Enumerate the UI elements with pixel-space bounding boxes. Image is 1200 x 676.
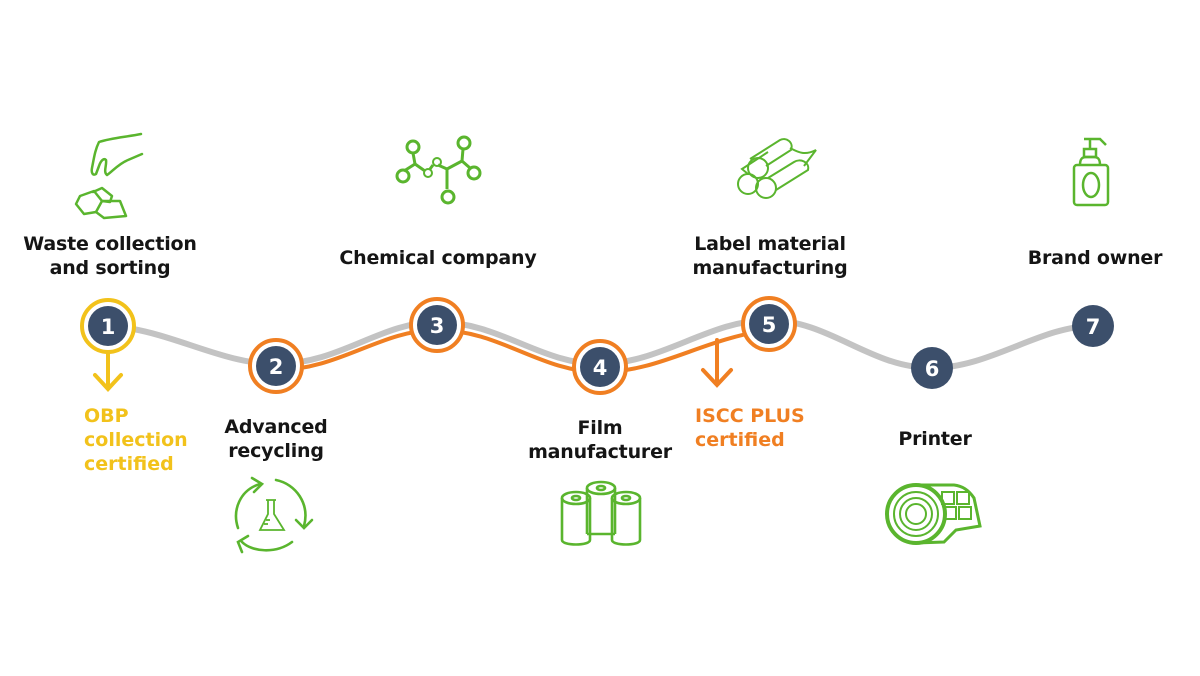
label-line: Waste collection [23, 233, 197, 255]
film-rolls-icon [560, 480, 642, 546]
printed-roll-icon [885, 483, 982, 545]
step-label-2: Advanced recycling [196, 415, 356, 463]
step-label-7: Brand owner [1010, 246, 1180, 270]
cert-line: certified [84, 453, 174, 475]
step-label-5: Label material manufacturing [680, 232, 860, 280]
cert-line: collection [84, 429, 188, 451]
cert-line: OBP [84, 405, 129, 427]
label-line: Chemical company [339, 247, 537, 269]
label-line: Brand owner [1027, 247, 1163, 269]
yellow-down-arrow-icon [93, 350, 123, 392]
step-number: 4 [593, 356, 608, 380]
step-number: 5 [762, 313, 777, 337]
label-line: Film [577, 417, 623, 439]
label-rolls-icon [737, 138, 817, 199]
step-node-2[interactable]: 2 [248, 338, 304, 394]
pump-bottle-icon [1072, 137, 1110, 207]
orange-down-arrow-icon [701, 338, 733, 388]
step-node-7[interactable]: 7 [1072, 305, 1114, 347]
hand-dropping-waste-icon [74, 132, 144, 220]
label-line: Printer [898, 428, 972, 450]
label-line: Label material [694, 233, 846, 255]
step-number: 3 [430, 314, 445, 338]
step-label-3: Chemical company [330, 246, 546, 270]
label-line: and sorting [49, 257, 171, 279]
step-label-1: Waste collection and sorting [10, 232, 210, 280]
cert-line: ISCC PLUS [695, 405, 805, 427]
step-node-1[interactable]: 1 [80, 298, 136, 354]
step-label-4: Film manufacturer [510, 416, 690, 464]
step-number: 1 [101, 315, 116, 339]
step-label-6: Printer [870, 427, 1000, 451]
step-node-5[interactable]: 5 [741, 296, 797, 352]
label-line: manufacturer [528, 441, 672, 463]
step-number: 7 [1086, 315, 1101, 339]
obp-certification-note: OBP collection certified [84, 404, 188, 476]
step-node-3[interactable]: 3 [409, 297, 465, 353]
label-line: manufacturing [692, 257, 848, 279]
molecule-icon [395, 135, 482, 205]
label-line: recycling [228, 440, 324, 462]
step-number: 2 [269, 355, 284, 379]
cert-line: certified [695, 429, 785, 451]
recycling-flask-icon [234, 476, 314, 554]
orange-iscc-line [274, 327, 770, 375]
step-node-4[interactable]: 4 [572, 339, 628, 395]
step-number: 6 [925, 357, 940, 381]
iscc-certification-note: ISCC PLUS certified [695, 404, 805, 452]
label-line: Advanced [224, 416, 328, 438]
step-node-6[interactable]: 6 [911, 347, 953, 389]
